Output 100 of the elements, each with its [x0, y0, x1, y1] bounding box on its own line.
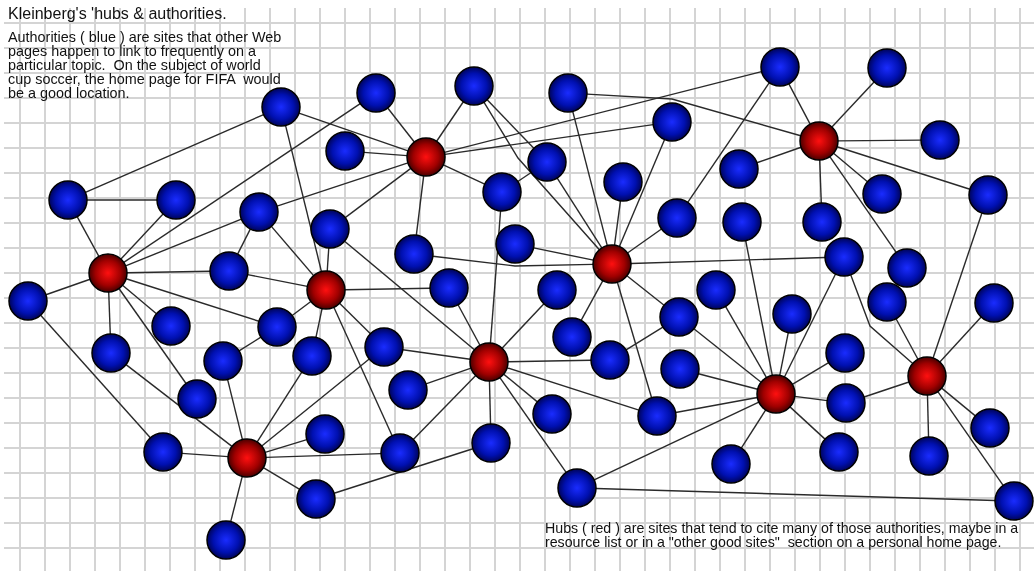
authority-node [637, 396, 677, 436]
authority-node [177, 379, 217, 419]
authority-node [590, 340, 630, 380]
authority-node [292, 336, 332, 376]
hub-node [306, 270, 346, 310]
authority-node [537, 270, 577, 310]
link-line [363, 151, 408, 157]
link-line [895, 318, 919, 360]
link-line [613, 200, 622, 246]
authority-node [257, 307, 297, 347]
authority-node [429, 268, 469, 308]
authority-node [296, 479, 336, 519]
link-line [457, 304, 481, 346]
link-line [125, 278, 260, 322]
link-line [121, 284, 158, 315]
link-line [937, 390, 1004, 487]
hub-node [227, 438, 267, 478]
link-line [108, 291, 111, 335]
authority-node [156, 180, 196, 220]
link-line [486, 99, 535, 149]
authority-node [552, 317, 592, 357]
authority-node [388, 370, 428, 410]
authority-node [356, 73, 396, 113]
hub-node [88, 253, 128, 293]
link-line [344, 167, 412, 219]
authority-node [825, 333, 865, 373]
authority-node [711, 444, 751, 484]
authority-node [527, 142, 567, 182]
authority-node [867, 282, 907, 322]
authority-node [151, 306, 191, 346]
authority-node [471, 423, 511, 463]
authority-node [824, 237, 864, 277]
link-line [262, 467, 301, 490]
link-line [724, 305, 768, 379]
link-line [499, 376, 567, 474]
link-line [387, 107, 415, 143]
authority-node [696, 270, 736, 310]
link-line [333, 448, 474, 494]
link-line [693, 328, 762, 383]
authority-node [920, 120, 960, 160]
link-line [120, 213, 164, 260]
link-line [45, 278, 91, 296]
link-line [276, 162, 409, 207]
link-line [630, 256, 826, 265]
link-line [435, 101, 465, 142]
authority-node [495, 224, 535, 264]
authority-node [802, 202, 842, 242]
link-line [123, 102, 361, 264]
link-line [226, 378, 244, 441]
link-line [788, 83, 811, 125]
link-line [256, 371, 303, 443]
authority-node [310, 209, 350, 249]
link-line [442, 164, 486, 185]
link-line [444, 124, 654, 155]
link-line [483, 101, 601, 251]
link-line [181, 452, 229, 458]
link-line [118, 287, 187, 385]
link-line [315, 307, 323, 339]
link-line [618, 138, 666, 248]
authority-node [8, 281, 48, 321]
link-line [506, 367, 640, 411]
authority-node [557, 468, 597, 508]
authority-node [48, 180, 88, 220]
link-line [740, 409, 767, 449]
link-line [343, 240, 476, 351]
authority-node [722, 202, 762, 242]
link-line [836, 146, 971, 190]
note-text: Hubs ( red ) are sites that tend to cite many of those authorities, maybe in a resource list or in a "other good sites" section on a personal home page. [545, 521, 1020, 549]
link-line [794, 395, 828, 402]
link-line [270, 225, 315, 277]
authority-node [862, 174, 902, 214]
link-line [326, 247, 330, 272]
authority-node [659, 297, 699, 337]
link-line [291, 300, 312, 317]
authority-node [660, 349, 700, 389]
authority-node [994, 481, 1034, 521]
authority-node [380, 433, 420, 473]
link-line [687, 82, 770, 203]
link-line [415, 175, 425, 236]
link-line [236, 228, 252, 255]
authority-node [657, 198, 697, 238]
link-line [791, 362, 830, 385]
link-line [779, 331, 789, 377]
link-line [863, 381, 910, 398]
link-line [265, 452, 382, 459]
authority-node [305, 414, 345, 454]
link-line [832, 152, 869, 183]
link-line [831, 81, 875, 128]
authority-node [603, 162, 643, 202]
link-line [402, 349, 471, 360]
authority-node [209, 251, 249, 291]
link-line [819, 159, 822, 204]
authority-node [454, 66, 494, 106]
authority-node [203, 341, 243, 381]
link-line [126, 270, 211, 274]
link-line [829, 155, 897, 254]
authority-node [482, 172, 522, 212]
authority-node [532, 394, 572, 434]
link-line [932, 212, 983, 359]
authority-node [325, 131, 365, 171]
